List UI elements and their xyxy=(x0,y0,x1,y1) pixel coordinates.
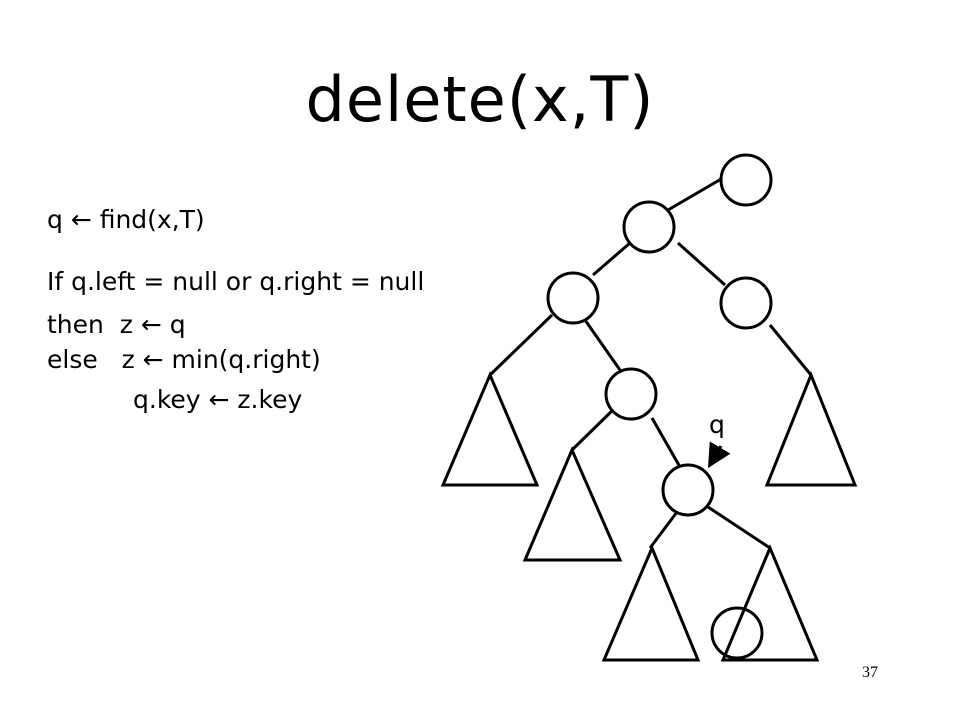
tree-node-q xyxy=(661,463,715,517)
code-line-assign: q.key ← z.key xyxy=(133,385,303,414)
tree-node xyxy=(604,367,658,421)
edge-q-right-subtree xyxy=(707,505,771,550)
subtree-triangle xyxy=(440,371,540,487)
subtree-triangle xyxy=(522,446,623,562)
tree-node xyxy=(719,153,773,207)
tree-node xyxy=(546,271,600,325)
q-label: q xyxy=(709,410,725,439)
edge-b-left-subtree xyxy=(488,313,554,377)
tree-node xyxy=(622,200,676,254)
edge-d-left-subtree xyxy=(570,403,620,452)
edge-d-q xyxy=(650,417,682,468)
code-line-find: q ← find(x,T) xyxy=(47,205,205,234)
code-line-else: else z ← min(q.right) xyxy=(47,345,321,374)
q-pointer-arrow xyxy=(707,441,731,469)
subtree-triangle xyxy=(720,544,820,662)
edge-b-d xyxy=(583,319,622,371)
subtree-triangle xyxy=(764,370,858,487)
code-line-if: If q.left = null or q.right = null xyxy=(47,267,425,296)
edge-q-left-subtree xyxy=(648,511,679,549)
subtree-triangle xyxy=(601,544,701,662)
slide-title: delete(x,T) xyxy=(305,63,655,136)
tree-node-min xyxy=(710,606,764,660)
tree-node xyxy=(719,276,773,330)
edge-c-right-subtree xyxy=(768,324,813,376)
page-number: 37 xyxy=(862,664,878,681)
code-line-then: then z ← q xyxy=(47,310,186,339)
edge-a-c xyxy=(677,241,726,287)
edge-a-b xyxy=(592,241,631,277)
edge-root-a xyxy=(667,173,729,212)
